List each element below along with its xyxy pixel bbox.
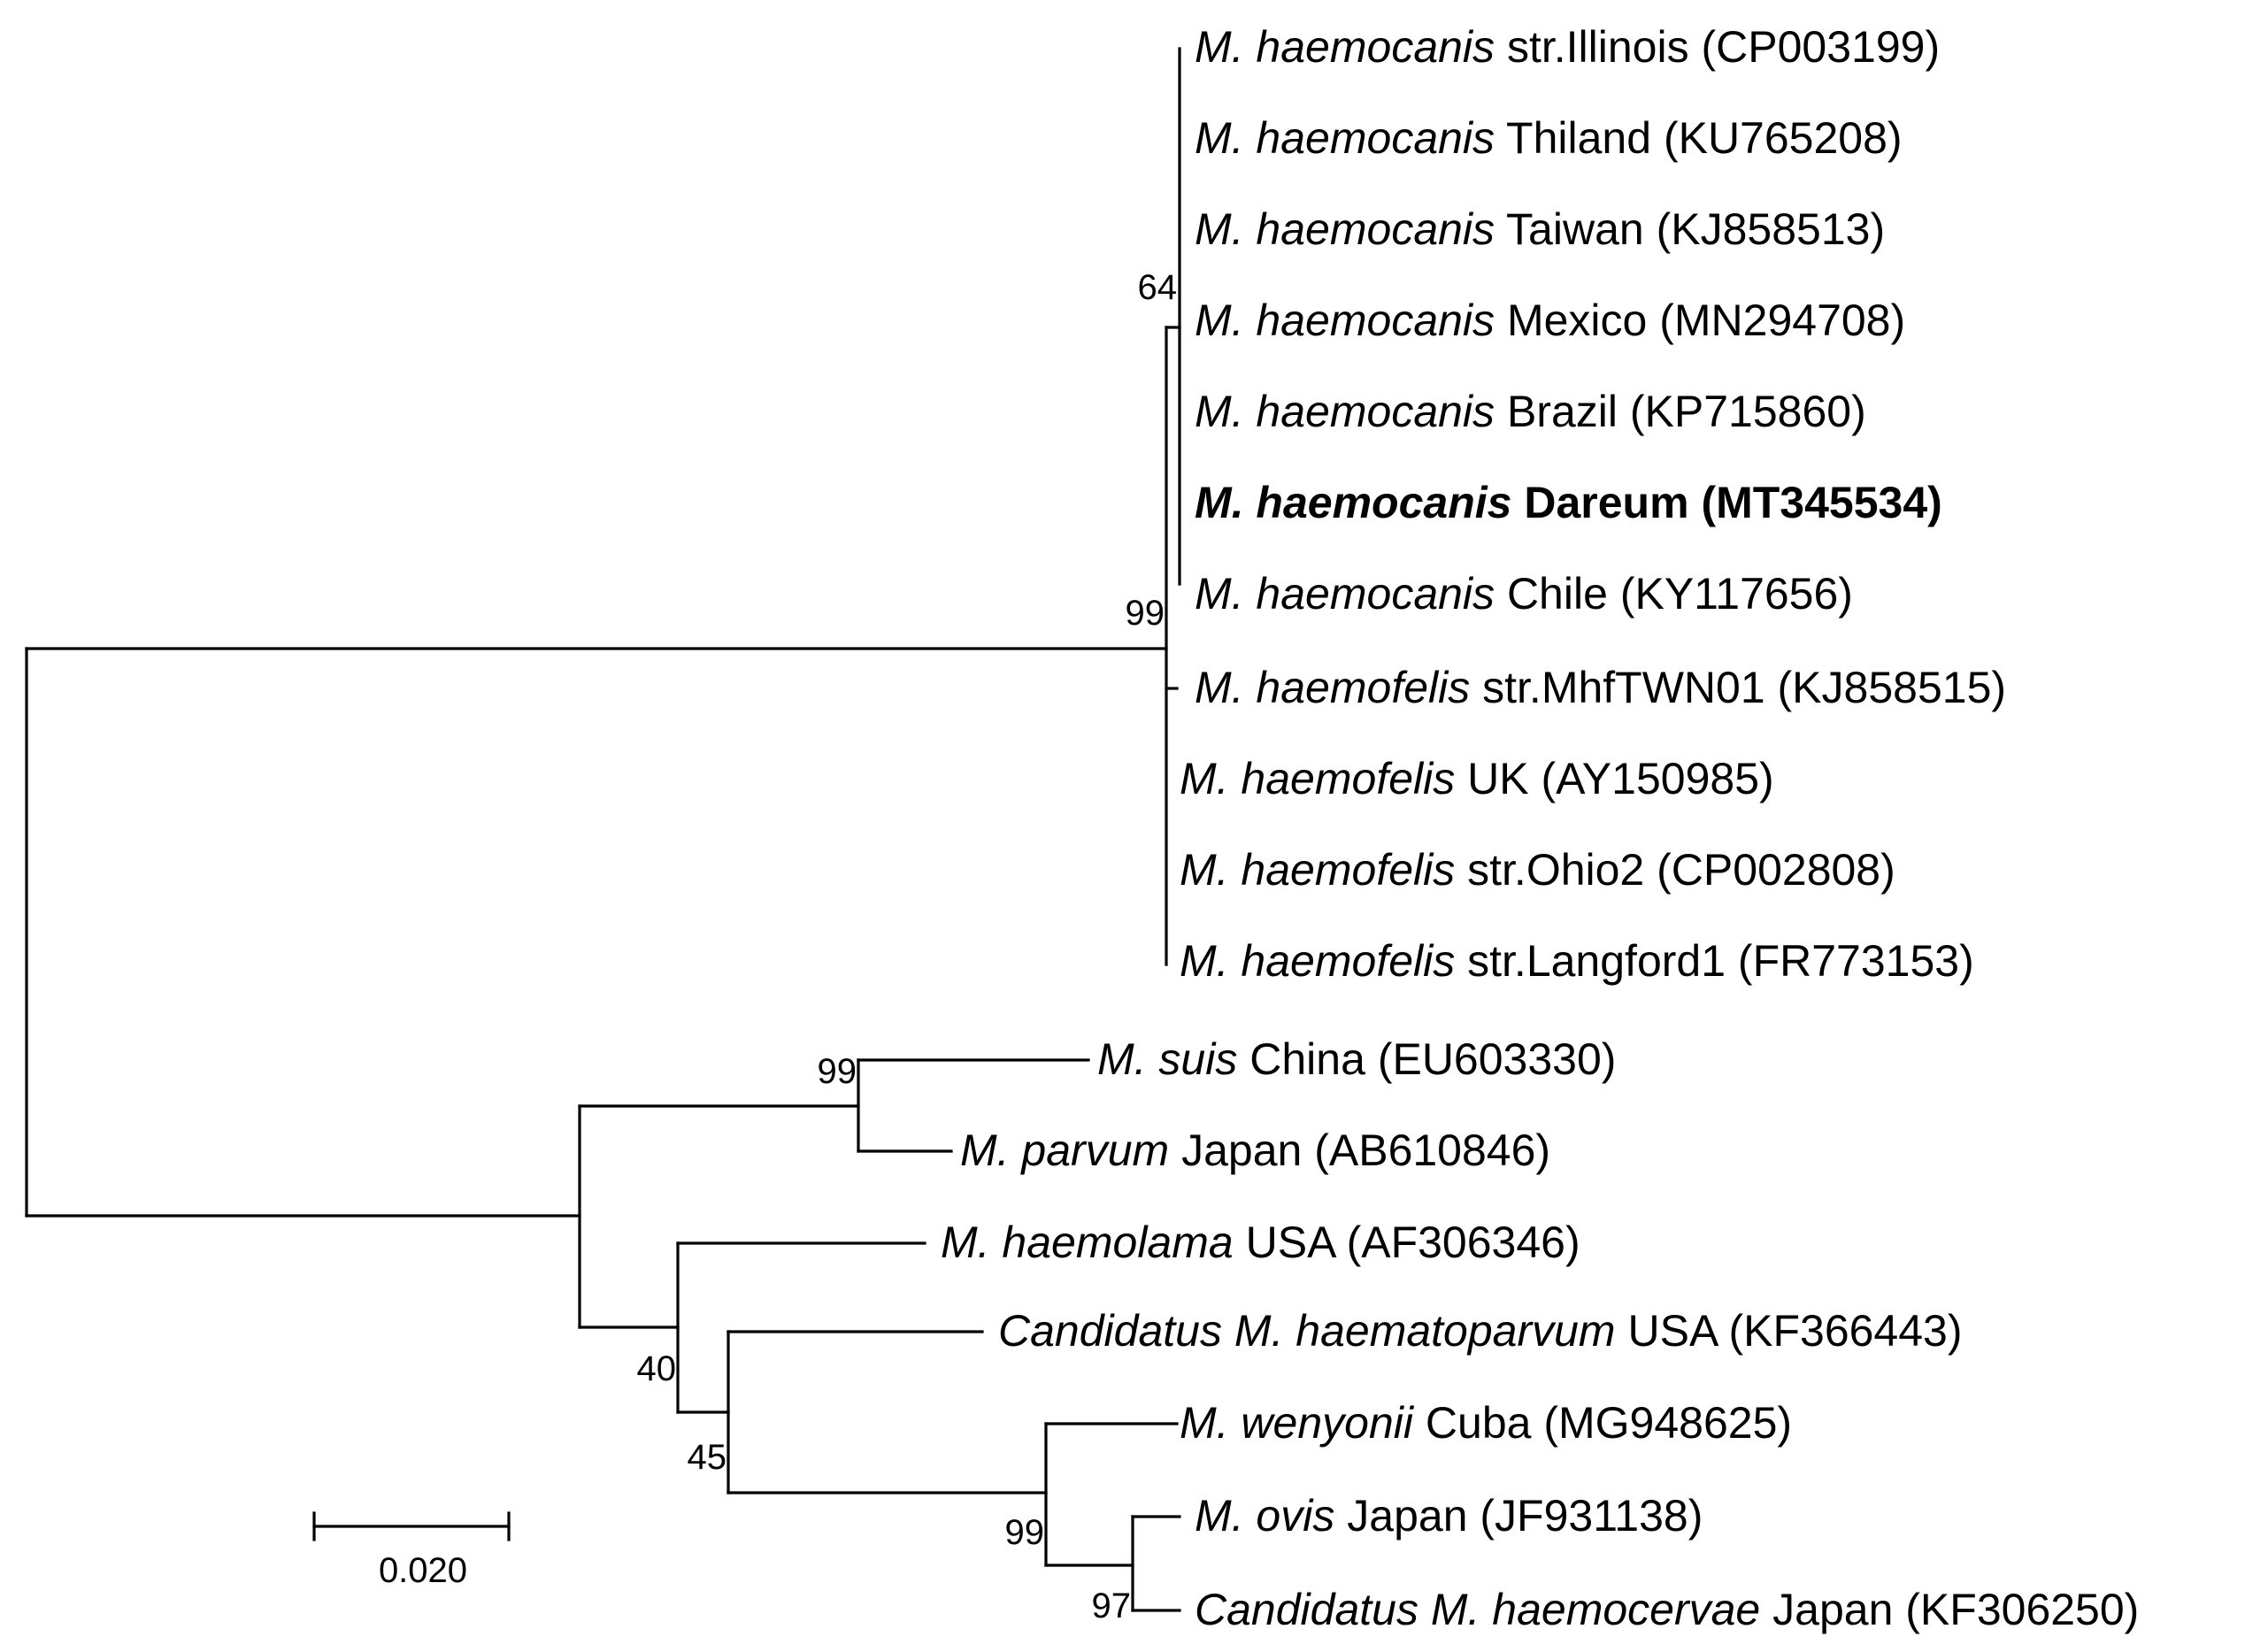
- strain-name: Brazil: [1507, 387, 1618, 436]
- accession-number: (MN294708): [1659, 296, 1905, 345]
- accession-number: (CP002808): [1657, 845, 1895, 895]
- strain-name: Dareum: [1524, 478, 1688, 527]
- bootstrap-label: 97: [1092, 1587, 1132, 1625]
- species-name: M. haemocanis: [1195, 113, 1495, 163]
- leaf-label: M. haemocanis Mexico (MN294708): [1195, 296, 1905, 345]
- strain-name: Japan: [1181, 1126, 1302, 1175]
- species-name: M. haemofelis: [1180, 754, 1455, 803]
- species-name: Candidatus M. haemocervae: [1195, 1585, 1760, 1634]
- accession-number: (KJ858513): [1657, 204, 1886, 254]
- strain-name: str.Langford1: [1467, 936, 1726, 986]
- leaf-label: Candidatus M. haematoparvum USA (KF36644…: [998, 1306, 1963, 1356]
- bootstrap-label: 45: [688, 1438, 727, 1477]
- strain-name: Taiwan: [1506, 204, 1644, 254]
- accession-number: (KF366443): [1728, 1306, 1962, 1356]
- accession-number: (KU765208): [1664, 113, 1903, 163]
- accession-number: (AF306346): [1347, 1218, 1580, 1267]
- leaf-label: M. wenyonii Cuba (MG948625): [1180, 1398, 1792, 1448]
- leaf-label: M. parvum Japan (AB610846): [960, 1126, 1550, 1175]
- strain-name: Mexico: [1507, 296, 1647, 345]
- leaf-label: M. haemocanis Taiwan (KJ858513): [1195, 204, 1885, 254]
- leaf-label: M. haemocanis Chile (KY117656): [1195, 569, 1853, 619]
- strain-name: UK: [1467, 754, 1528, 803]
- strain-name: str.MhfTWN01: [1482, 663, 1764, 712]
- strain-name: USA: [1628, 1306, 1719, 1356]
- leaf-label: M. haemocanis str.Illinois (CP003199): [1195, 22, 1940, 72]
- leaf-label: M. suis China (EU603330): [1097, 1034, 1616, 1084]
- species-name: M. haemofelis: [1180, 845, 1455, 895]
- leaf-label: M. haemofelis str.MhfTWN01 (KJ858515): [1195, 663, 2006, 712]
- bootstrap-label: 40: [637, 1349, 677, 1388]
- scale-bar-label: 0.020: [379, 1551, 467, 1590]
- strain-name: Cuba: [1426, 1398, 1532, 1448]
- scale-bar: 0.020: [312, 1511, 511, 1590]
- strain-name: Chile: [1507, 569, 1608, 619]
- strain-name: USA: [1246, 1218, 1337, 1267]
- leaf-label: M. haemofelis UK (AY150985): [1180, 754, 1774, 803]
- leaf-label: M. haemolama USA (AF306346): [941, 1218, 1580, 1267]
- species-name: M. haemocanis: [1195, 569, 1495, 619]
- leaf-label: Candidatus M. haemocervae Japan (KF30625…: [1195, 1585, 2139, 1634]
- species-name: Candidatus M. haematoparvum: [998, 1306, 1616, 1356]
- leaf-label: M. haemocanis Brazil (KP715860): [1195, 387, 1866, 436]
- species-name: M. ovis: [1195, 1491, 1334, 1541]
- leaf-label: M. haemofelis str.Ohio2 (CP002808): [1180, 845, 1895, 895]
- bootstrap-label: 64: [1138, 268, 1178, 307]
- accession-number: (AY150985): [1541, 754, 1774, 803]
- species-name: M. haemolama: [941, 1218, 1234, 1267]
- species-name: M. haemofelis: [1195, 663, 1470, 712]
- accession-number: (KF306250): [1905, 1585, 2139, 1634]
- species-name: M. suis: [1097, 1034, 1237, 1084]
- accession-number: (EU603330): [1378, 1034, 1617, 1084]
- bootstrap-label: 99: [1005, 1513, 1045, 1552]
- accession-number: (MG948625): [1543, 1398, 1792, 1448]
- leaf-label: M. ovis Japan (JF931138): [1195, 1491, 1703, 1541]
- accession-number: (MT345534): [1701, 478, 1941, 527]
- strain-name: Japan: [1772, 1585, 1893, 1634]
- accession-number: (KP715860): [1630, 387, 1866, 436]
- accession-number: (KY117656): [1620, 569, 1853, 619]
- leaf-label: M. haemocanis Thiland (KU765208): [1195, 113, 1903, 163]
- accession-number: (FR773153): [1738, 936, 1974, 986]
- accession-number: (KJ858515): [1778, 663, 2007, 712]
- strain-name: Thiland: [1506, 113, 1651, 163]
- species-name: M. wenyonii: [1180, 1398, 1415, 1448]
- species-name: M. haemocanis: [1195, 204, 1495, 254]
- strain-name: Japan: [1347, 1491, 1467, 1541]
- highlighted-leaf-label: M. haemocanis Dareum (MT345534): [1195, 478, 1942, 527]
- leaf-label: M. haemofelis str.Langford1 (FR773153): [1180, 936, 1974, 986]
- strain-name: str.Illinois: [1507, 22, 1689, 72]
- species-name: M. haemofelis: [1180, 936, 1455, 986]
- accession-number: (CP003199): [1701, 22, 1940, 72]
- accession-number: (AB610846): [1314, 1126, 1550, 1175]
- species-name: M. haemocanis: [1195, 22, 1495, 72]
- bootstrap-label: 99: [1126, 594, 1165, 633]
- species-name: M. haemocanis: [1195, 387, 1495, 436]
- strain-name: China: [1249, 1034, 1365, 1084]
- bootstrap-label: 99: [818, 1052, 857, 1091]
- accession-number: (JF931138): [1480, 1491, 1703, 1541]
- species-name: M. parvum: [960, 1126, 1169, 1175]
- species-name: M. haemocanis: [1195, 478, 1511, 527]
- species-name: M. haemocanis: [1195, 296, 1495, 345]
- strain-name: str.Ohio2: [1467, 845, 1644, 895]
